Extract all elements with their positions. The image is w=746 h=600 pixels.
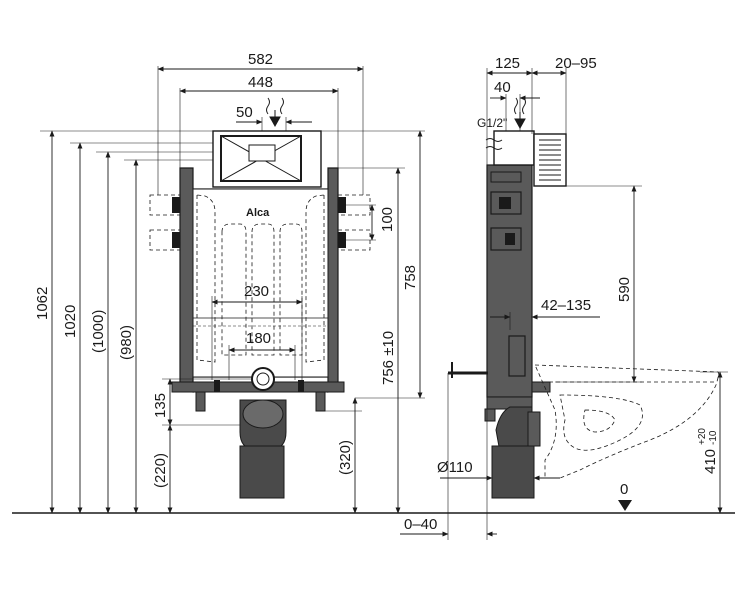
frame-panel bbox=[192, 188, 329, 378]
dim-depth-125: 125 bbox=[495, 55, 520, 72]
dim-foot-180: 180 bbox=[246, 330, 271, 347]
dim-foot-230: 230 bbox=[244, 283, 269, 300]
dim-height-1000: (1000) bbox=[90, 310, 107, 353]
dim-pipe-range: 42–135 bbox=[541, 297, 591, 314]
drain-socket bbox=[251, 367, 275, 391]
dim-height-1062: 1062 bbox=[34, 287, 51, 320]
side-view: 125 20–95 40 G1/2" 590 42–135 Ø110 0–40 bbox=[400, 55, 728, 540]
label-floor-zero: 0 bbox=[620, 481, 628, 498]
dim-height-980: (980) bbox=[118, 325, 135, 360]
bracket-left bbox=[149, 194, 181, 251]
side-drain-bend bbox=[495, 406, 533, 453]
side-drain-pipe bbox=[491, 445, 535, 499]
dim-axis-590: 590 bbox=[616, 277, 633, 302]
front-view: Alca 5 bbox=[34, 51, 425, 514]
dim-drain-diameter: Ø110 bbox=[437, 459, 473, 476]
dim-axis-756: 756 ±10 bbox=[380, 331, 397, 385]
floor-level-marker bbox=[618, 500, 632, 511]
dim-floor-offset: 0–40 bbox=[404, 516, 437, 533]
dim-width-582: 582 bbox=[248, 51, 273, 68]
dim-bowl-tol-minus: -10 bbox=[708, 430, 719, 445]
foot-right bbox=[315, 391, 326, 412]
dim-offset-50: 50 bbox=[236, 104, 253, 121]
dim-drain-135: 135 bbox=[152, 393, 169, 418]
dim-width-448: 448 bbox=[248, 74, 273, 91]
foot-left bbox=[195, 391, 206, 412]
dim-inlet-40: 40 bbox=[494, 79, 511, 96]
side-cistern-top bbox=[493, 130, 535, 166]
drain-pipe bbox=[239, 445, 285, 499]
dim-drain-320: (320) bbox=[337, 440, 354, 475]
bracket-right bbox=[337, 194, 371, 251]
dim-bowl-height: 410 bbox=[702, 449, 719, 474]
dim-bowl-tol-plus: +20 bbox=[697, 428, 708, 445]
label-inlet-thread: G1/2" bbox=[477, 116, 507, 130]
dim-frame-758: 758 bbox=[402, 265, 419, 290]
dim-bracket-100: 100 bbox=[379, 207, 396, 232]
dim-height-1020: 1020 bbox=[62, 305, 79, 338]
dim-wall-gap: 20–95 bbox=[555, 55, 597, 72]
alca-logo: Alca bbox=[246, 207, 270, 219]
dim-drain-220: (220) bbox=[152, 453, 169, 488]
